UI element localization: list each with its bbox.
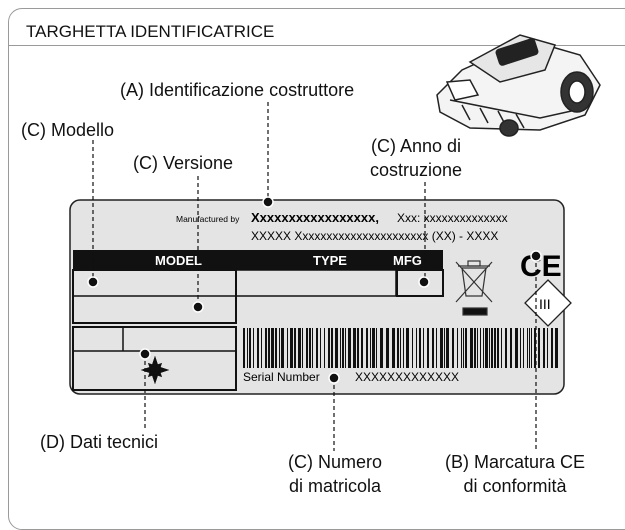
callout-serial-line2: di matricola [288, 476, 382, 496]
callout-model: (C) Modello [21, 120, 115, 140]
plate-diagram: Manufactured by Xxxxxxxxxxxxxxxxx, Xxx: … [69, 34, 601, 451]
plate-col-mfg: MFG [393, 253, 422, 268]
callout-ce-line1: (B) Marcatura CE [444, 452, 586, 472]
plate-manufactured-by: Manufactured by [176, 214, 240, 224]
fan-icon [140, 355, 170, 385]
plate-col-model: MODEL [155, 253, 202, 268]
barcode-icon [243, 328, 558, 368]
callout-year-line2: costruzione [369, 160, 463, 180]
callout-ce: (B) Marcatura CE di conformità [420, 450, 610, 498]
plate-serial-value: XXXXXXXXXXXXX [355, 370, 459, 384]
callout-year: (C) Anno di costruzione [346, 134, 486, 182]
callout-serial-line1: (C) Numero [287, 452, 382, 472]
leader-lines [92, 102, 537, 451]
plate-manufacturer-address-2: XXXXX Xxxxxxxxxxxxxxxxxxxxxx (XX) - XXXX [251, 229, 498, 243]
plate-manufacturer-address-1: Xxx: xxxxxxxxxxxxxx [397, 211, 508, 225]
callout-ce-line2: di conformità [463, 476, 567, 496]
plate-manufacturer-name: Xxxxxxxxxxxxxxxxx, [251, 210, 379, 225]
callout-version: (C) Versione [133, 153, 234, 173]
mfg-box [396, 269, 444, 297]
technical-data-box [72, 326, 237, 391]
plate-serial-label: Serial Number [243, 370, 320, 384]
crossed-bin-icon [455, 260, 493, 316]
callout-manufacturer: (A) Identificazione costruttore [120, 80, 355, 100]
callout-serial: (C) Numero di matricola [265, 450, 405, 498]
callout-year-line1: (C) Anno di [370, 136, 462, 156]
card-title: TARGHETTA IDENTIFICATRICE [26, 22, 275, 41]
svg-text:III: III [539, 296, 551, 312]
plate-header-band [73, 250, 443, 270]
robot-mower-illustration [436, 34, 601, 137]
callout-technical-data: (D) Dati tecnici [40, 432, 159, 452]
card-header [9, 9, 625, 46]
callout-dots [87, 196, 542, 384]
plate-col-type: TYPE [313, 253, 347, 268]
